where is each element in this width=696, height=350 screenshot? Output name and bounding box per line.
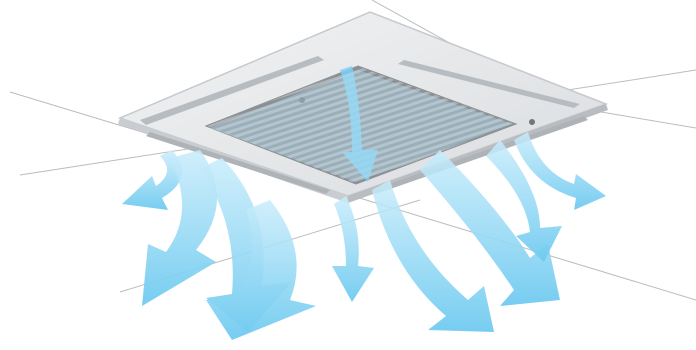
- airflow-arrow-bottom-left: [206, 200, 316, 340]
- airflow-arrow-center-down: [332, 196, 374, 302]
- screw-icon: [529, 119, 535, 125]
